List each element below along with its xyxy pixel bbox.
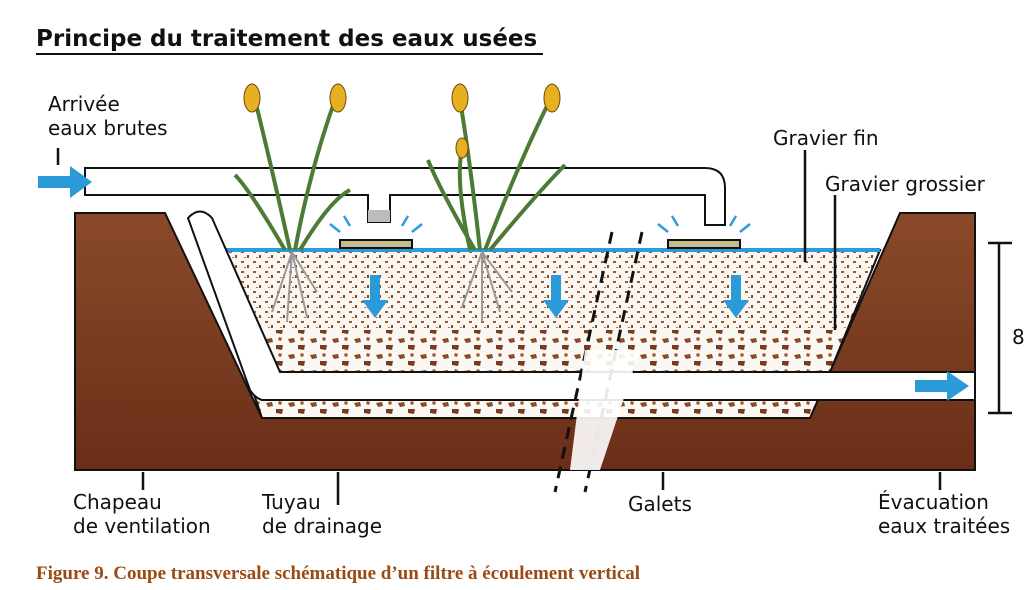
fine-gravel [210,252,878,330]
label-line: eaux traitées [878,514,1011,538]
label-line: de ventilation [73,514,211,538]
splash-plate [667,239,741,249]
drain-pipe [186,210,976,401]
label-pebbles: Galets [628,492,692,516]
reed-plants [233,83,567,323]
label-line: Arrivée [48,92,120,116]
water-splash [329,215,751,233]
outlet-arrow [915,371,969,401]
label-depth: 8 [1012,325,1024,349]
label-fine-gravel: Gravier fin [773,126,879,150]
label-line: eaux brutes [48,116,168,140]
label-line: Tuyau [262,490,321,514]
label-coarse-gravel: Gravier grossier [825,172,985,196]
figure-caption: Figure 9. Coupe transversale schématique… [36,563,641,584]
label-line: Évacuation [878,490,989,514]
inlet-pipe [84,167,726,226]
splash-plate [339,239,413,249]
flow-down-arrows [362,275,749,318]
label-line: de drainage [262,514,383,538]
inlet-arrow [38,166,92,198]
label-line: Chapeau [73,490,162,514]
leader-lines [56,148,1012,505]
diagram-title: Principe du traitement des eaux usées [36,26,544,55]
